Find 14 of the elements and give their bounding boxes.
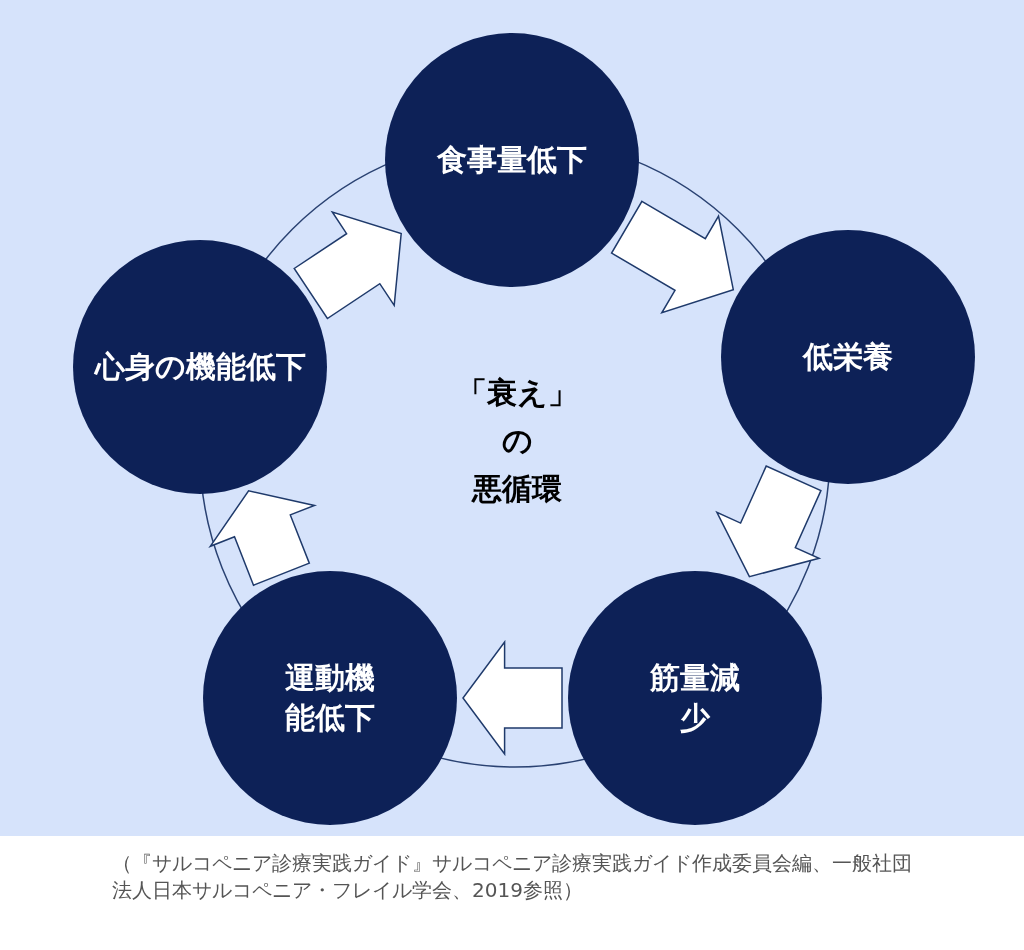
node-label: 低栄養	[803, 337, 893, 376]
center-title: の	[501, 422, 533, 460]
block-arrow	[462, 639, 563, 757]
center-title: 「衰え」	[456, 374, 578, 412]
node-label: 心身の機能低下	[94, 347, 306, 386]
block-arrow	[293, 210, 402, 320]
block-arrow	[208, 489, 318, 587]
node-label: 運動機能低下	[284, 658, 376, 737]
caption: （『サルコペニア診療実践ガイド』サルコペニア診療実践ガイド作成委員会編、一般社団法人日本サルコペニア・フレイル学会、2019参照）	[112, 850, 912, 904]
block-arrow	[715, 465, 822, 578]
node-label: 筋量減少	[649, 658, 741, 737]
node-label: 食事量低下	[437, 140, 587, 179]
block-arrow	[610, 200, 735, 315]
center-title: 悪循環	[472, 470, 562, 508]
